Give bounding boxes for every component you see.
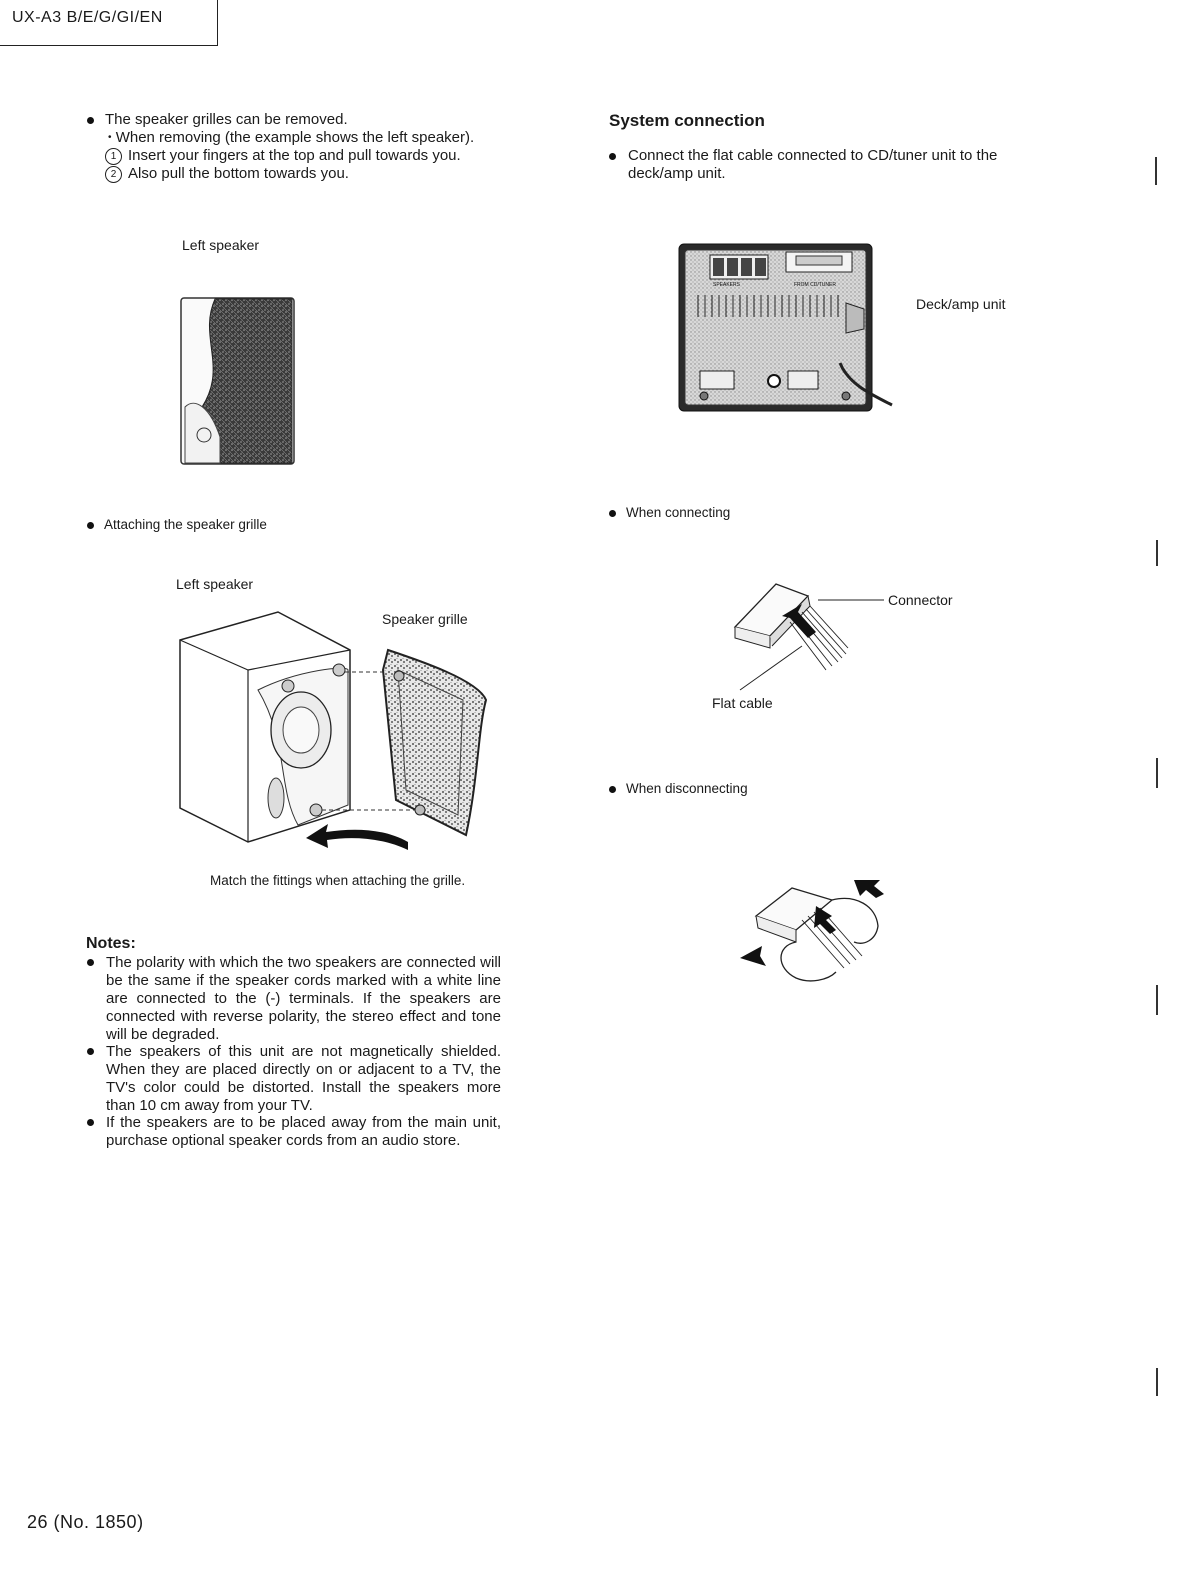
step-2-text: Also pull the bottom towards you. — [128, 165, 349, 182]
model-number: UX-A3 B/E/G/GI/EN — [12, 9, 163, 26]
page-number: 26 (No. 1850) — [27, 1512, 144, 1532]
margin-mark — [1156, 1368, 1158, 1396]
bullet-icon — [609, 153, 616, 160]
connect-instruction: Connect the flat cable connected to CD/t… — [628, 147, 998, 182]
bullet-icon — [87, 1119, 94, 1126]
disconnecting-illustration — [740, 880, 884, 982]
step-1-text: Insert your fingers at the top and pull … — [128, 147, 461, 164]
bullet-icon — [609, 786, 616, 793]
connector-label: Connector — [888, 592, 953, 608]
speaker-terminals — [713, 258, 766, 276]
removal-sub-text: • When removing (the example shows the l… — [108, 129, 474, 147]
system-connection-heading: System connection — [609, 111, 765, 130]
bullet-icon — [609, 510, 616, 517]
removal-sub-label: When removing (the example shows the lef… — [115, 129, 475, 146]
panel-label-from-tuner: FROM CD/TUNER — [794, 282, 836, 288]
model-header-box: UX-A3 B/E/G/GI/EN — [0, 0, 218, 46]
attach-caption: Match the fittings when attaching the gr… — [210, 873, 466, 888]
small-bullet-icon: • — [108, 132, 112, 143]
removal-main-text: The speaker grilles can be removed. — [105, 111, 348, 128]
deck-amp-rear-illustration: SPEAKERS FROM CD/TUNER — [678, 243, 893, 412]
bullet-icon — [87, 1048, 94, 1055]
removal-step-2: 2 Also pull the bottom towards you. — [105, 165, 349, 183]
bullet-icon — [87, 959, 94, 966]
margin-mark — [1156, 758, 1158, 788]
margin-mark — [1156, 985, 1158, 1015]
when-connecting-text: When connecting — [626, 505, 731, 520]
fig1-left-speaker-label: Left speaker — [182, 237, 260, 253]
when-disconnecting-text: When disconnecting — [626, 781, 748, 796]
speaker-grille-attach-illustration — [179, 611, 488, 850]
step-number-2: 2 — [105, 166, 122, 183]
attach-bullet-text: Attaching the speaker grille — [104, 517, 267, 532]
left-speaker-front-illustration — [180, 297, 295, 465]
connecting-illustration — [733, 583, 884, 691]
bullet-icon — [87, 117, 94, 124]
fig2-left-speaker-label: Left speaker — [176, 576, 254, 592]
margin-mark — [1155, 157, 1157, 185]
removal-step-1: 1 Insert your fingers at the top and pull… — [105, 147, 461, 165]
step-number-1: 1 — [105, 148, 122, 165]
panel-label-speakers: SPEAKERS — [713, 282, 741, 288]
speaker-grille-label: Speaker grille — [382, 611, 468, 627]
deck-amp-unit-label: Deck/amp unit — [916, 296, 1006, 312]
margin-mark — [1156, 540, 1158, 566]
flat-cable-label: Flat cable — [712, 695, 773, 711]
bullet-icon — [87, 522, 94, 529]
notes-title: Notes: — [86, 935, 136, 952]
note-item: If the speakers are to be placed away fr… — [106, 1114, 501, 1149]
note-item: The speakers of this unit are not magnet… — [106, 1043, 501, 1114]
note-item: The polarity with which the two speakers… — [106, 954, 501, 1043]
